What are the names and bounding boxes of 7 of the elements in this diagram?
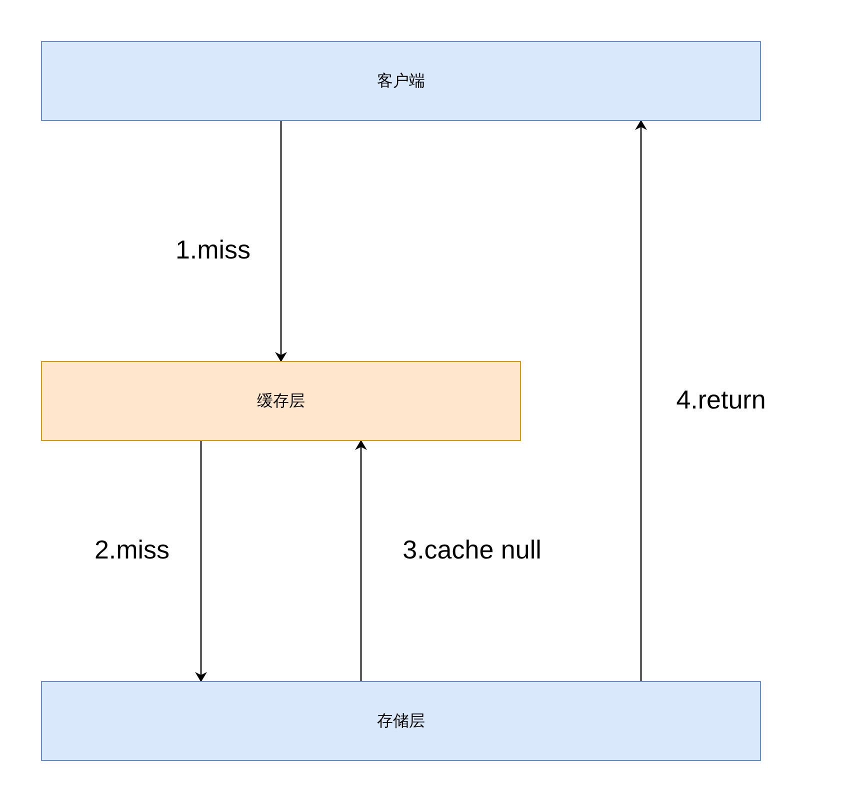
arrow (195, 441, 207, 682)
arrow (355, 440, 367, 681)
process-box: 客户端 (41, 41, 761, 121)
process-box: 存储层 (41, 681, 761, 761)
process-box: 缓存层 (41, 361, 521, 441)
arrow (635, 120, 647, 681)
arrow (275, 121, 287, 362)
